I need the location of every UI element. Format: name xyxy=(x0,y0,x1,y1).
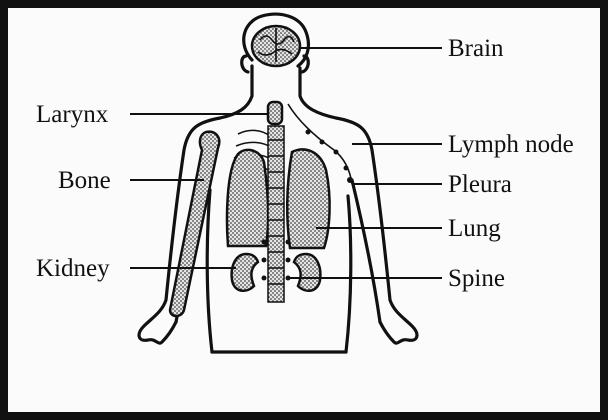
label-lymph-node: Lymph node xyxy=(448,131,574,158)
kidney-left xyxy=(232,254,258,291)
label-pleura: Pleura xyxy=(448,171,512,198)
label-larynx: Larynx xyxy=(36,101,109,128)
brain-organ xyxy=(252,26,300,66)
bone-humerus xyxy=(170,132,219,316)
label-kidney: Kidney xyxy=(36,255,110,282)
lung-left xyxy=(227,150,268,246)
label-spine: Spine xyxy=(448,265,505,292)
lung-right xyxy=(287,149,329,248)
label-bone: Bone xyxy=(58,167,111,194)
label-brain: Brain xyxy=(448,35,504,62)
larynx-organ xyxy=(268,102,282,124)
kidney-right xyxy=(294,254,320,291)
label-lung: Lung xyxy=(448,215,501,242)
